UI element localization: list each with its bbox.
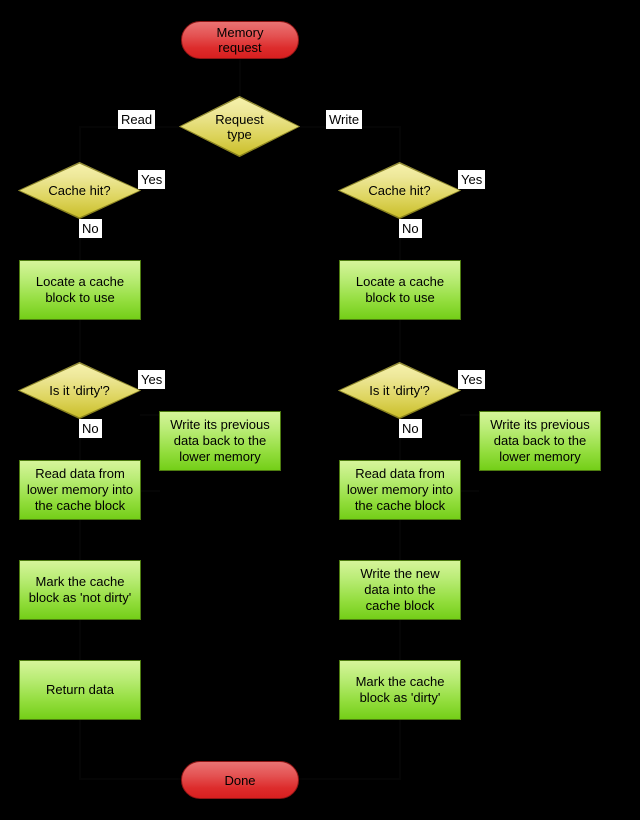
connector-read-down — [79, 126, 81, 166]
connector-request-type-to-read — [80, 126, 240, 128]
node-read-is-dirty[interactable]: Is it 'dirty'? — [18, 362, 141, 419]
node-memory-request-line2: request — [218, 40, 262, 55]
connector-read-fetch-to-mark — [79, 520, 81, 560]
node-read-fetch-line3: the cache block — [34, 498, 126, 513]
node-write-store-line1: Write the new — [360, 566, 440, 581]
node-write-fetch-line1: Read data from — [355, 466, 445, 481]
node-read-return[interactable]: Return data — [19, 660, 141, 720]
node-memory-request-line1: Memory — [216, 25, 264, 40]
node-read-is-dirty-label: Is it 'dirty'? — [49, 383, 110, 398]
connector-read-return-down — [79, 720, 81, 779]
connector-read-dirty-yes — [140, 414, 160, 416]
edge-label-write-hit-yes: Yes — [458, 170, 486, 189]
edge-label-write-dirty-yes: Yes — [458, 370, 486, 389]
connector-write-writeback-merge — [460, 490, 479, 492]
connector-start-to-request-type — [239, 58, 241, 100]
connector-read-writeback-merge — [140, 490, 160, 492]
node-request-type-line1: Request — [215, 111, 264, 127]
node-read-fetch-line2: lower memory into — [26, 482, 134, 497]
edge-label-read: Read — [118, 110, 156, 129]
edge-label-write-dirty-no: No — [399, 419, 422, 438]
connector-write-fetch-to-store — [399, 520, 401, 560]
node-write-writeback[interactable]: Write its previous data back to the lowe… — [479, 411, 601, 471]
node-write-mark-dirty-line1: Mark the cache — [355, 674, 445, 689]
node-write-writeback-line1: Write its previous — [490, 417, 590, 432]
node-write-store-line2: data into the — [364, 582, 436, 597]
connector-read-locate-to-dirty — [79, 320, 81, 366]
node-read-cache-hit[interactable]: Cache hit? — [18, 162, 141, 219]
node-write-fetch-line3: the cache block — [354, 498, 446, 513]
node-read-writeback[interactable]: Write its previous data back to the lowe… — [159, 411, 281, 471]
node-memory-request[interactable]: Memory request — [181, 21, 299, 59]
connector-write-down — [399, 126, 401, 166]
connector-request-type-to-write — [239, 126, 400, 128]
node-write-cache-hit[interactable]: Cache hit? — [338, 162, 461, 219]
node-done[interactable]: Done — [181, 761, 299, 799]
node-read-locate-block[interactable]: Locate a cache block to use — [19, 260, 141, 320]
edge-label-read-hit-yes: Yes — [138, 170, 166, 189]
node-write-fetch-line2: lower memory into — [346, 482, 454, 497]
node-write-writeback-line3: lower memory — [499, 449, 581, 464]
connector-write-store-to-mark — [399, 620, 401, 660]
node-write-locate-block-line1: Locate a cache — [355, 274, 445, 289]
edge-label-read-dirty-yes: Yes — [138, 370, 166, 389]
node-write-mark-dirty-line2: block as 'dirty' — [359, 690, 441, 705]
edge-label-read-hit-no: No — [79, 219, 102, 238]
edge-label-read-dirty-no: No — [79, 419, 102, 438]
node-write-store-line3: cache block — [365, 598, 435, 613]
connector-write-dirty-yes — [460, 414, 479, 416]
node-write-locate-block[interactable]: Locate a cache block to use — [339, 260, 461, 320]
node-write-is-dirty-label: Is it 'dirty'? — [369, 383, 430, 398]
edge-label-write-hit-no: No — [399, 219, 422, 238]
node-read-writeback-line1: Write its previous — [170, 417, 270, 432]
node-write-mark-dirty[interactable]: Mark the cache block as 'dirty' — [339, 660, 461, 720]
connector-write-locate-to-dirty — [399, 320, 401, 366]
node-read-mark-not-dirty-line1: Mark the cache — [35, 574, 125, 589]
node-write-locate-block-line2: block to use — [365, 290, 435, 305]
node-read-fetch-line1: Read data from — [35, 466, 125, 481]
node-read-locate-block-line2: block to use — [45, 290, 115, 305]
edge-label-write: Write — [326, 110, 363, 129]
node-write-cache-hit-label: Cache hit? — [368, 183, 431, 198]
node-read-mark-not-dirty-line2: block as 'not dirty' — [28, 590, 132, 605]
node-read-locate-block-line1: Locate a cache — [35, 274, 125, 289]
node-write-is-dirty[interactable]: Is it 'dirty'? — [338, 362, 461, 419]
node-memory-request-label: Memory request — [217, 25, 264, 55]
node-write-writeback-line2: data back to the — [493, 433, 587, 448]
node-request-type-line2: type — [227, 126, 252, 142]
node-request-type-label: Request type — [179, 96, 300, 157]
connector-write-mark-down — [399, 720, 401, 779]
node-read-mark-not-dirty[interactable]: Mark the cache block as 'not dirty' — [19, 560, 141, 620]
node-read-writeback-line2: data back to the — [173, 433, 267, 448]
node-write-fetch[interactable]: Read data from lower memory into the cac… — [339, 460, 461, 520]
node-write-store[interactable]: Write the new data into the cache block — [339, 560, 461, 620]
node-read-return-label: Return data — [46, 682, 114, 697]
node-read-cache-hit-label: Cache hit? — [48, 183, 111, 198]
node-read-writeback-line3: lower memory — [179, 449, 261, 464]
node-read-fetch[interactable]: Read data from lower memory into the cac… — [19, 460, 141, 520]
connector-read-mark-to-return — [79, 620, 81, 660]
node-request-type[interactable]: Request type — [179, 96, 300, 157]
node-done-label: Done — [224, 772, 256, 788]
